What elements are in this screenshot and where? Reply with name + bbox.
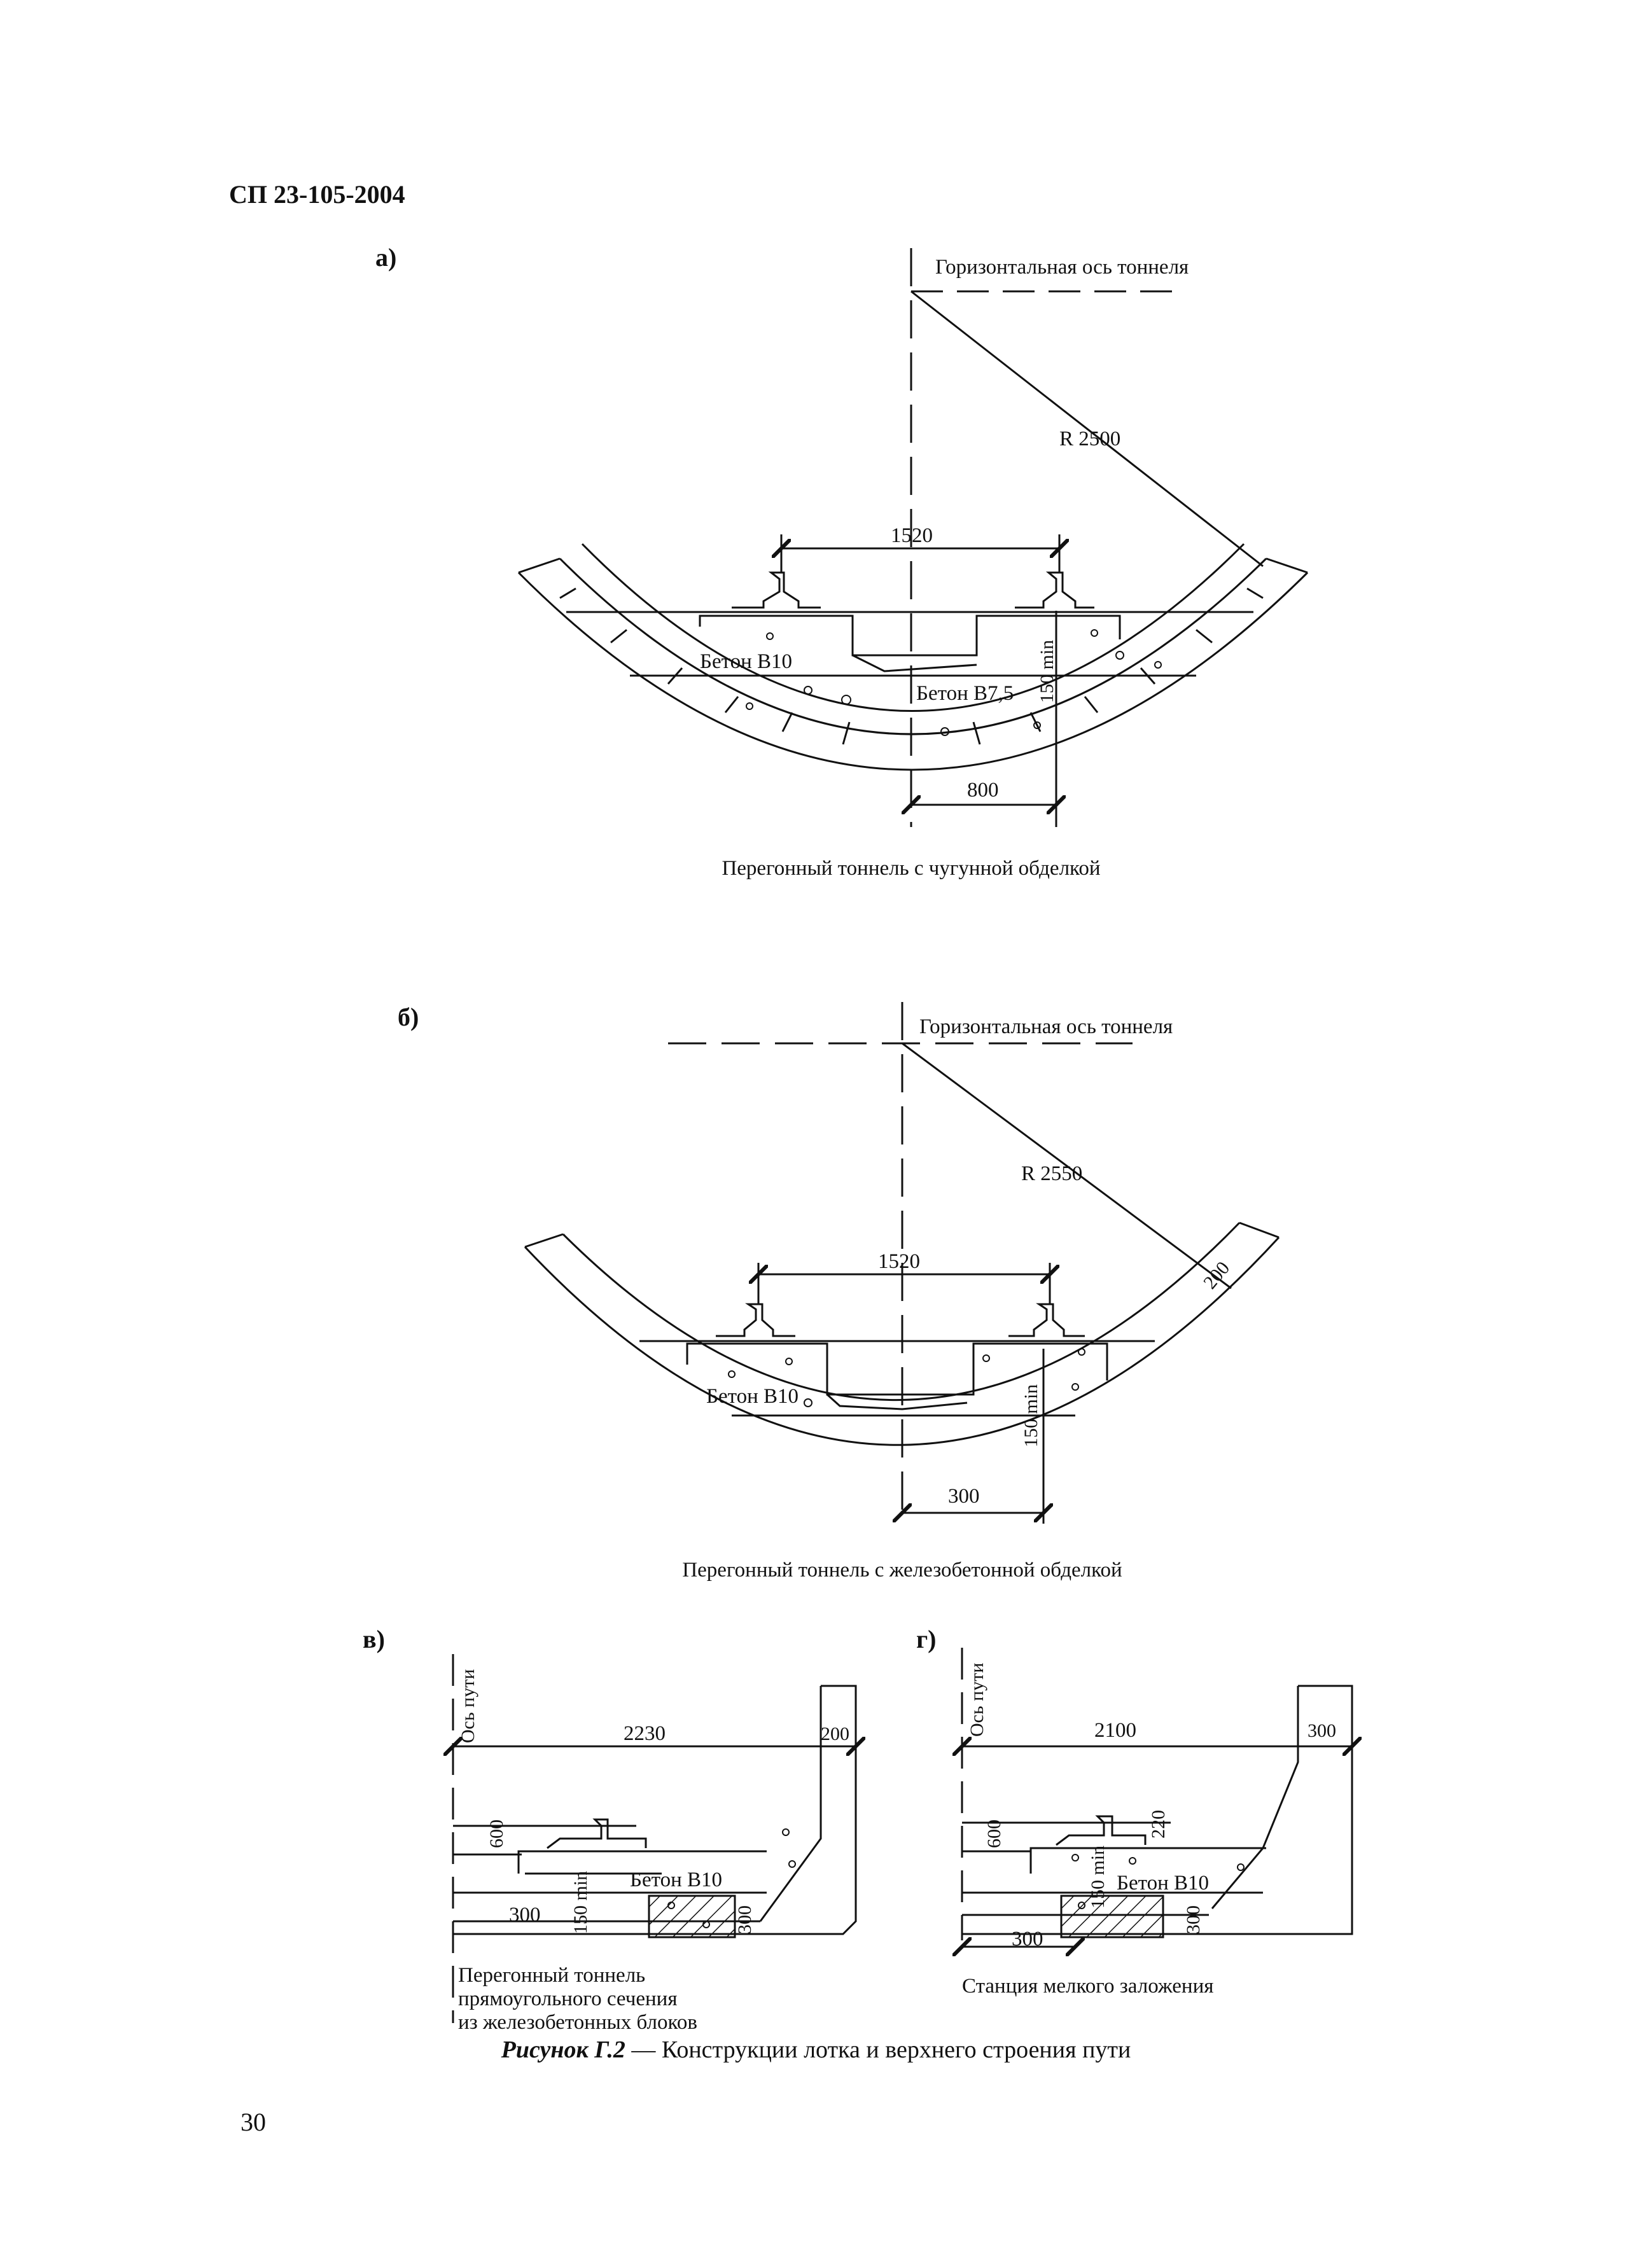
document-code: СП 23-105-2004 — [229, 180, 405, 209]
figure-v-base: 300 — [734, 1905, 755, 1934]
figure-b: б) Горизонтальная ось тоннеля R 2550 200… — [398, 1002, 1280, 1582]
figure-a: а) Горизонтальная ось тоннеля R 2500 — [375, 243, 1309, 880]
figure-a-radius: R 2500 — [1059, 428, 1120, 450]
figure-v-height: 600 — [486, 1819, 507, 1848]
figure-v-label: в) — [363, 1625, 385, 1653]
figure-b-concrete: Бетон В10 — [706, 1385, 799, 1408]
figure-g-wall: 300 — [1308, 1720, 1336, 1741]
figure-g-track-axis: Ось пути — [966, 1663, 987, 1737]
figure-v: в) Ось пути 2230 200 600 150 min Бетон В… — [363, 1625, 856, 2034]
figure-g-base: 300 — [1183, 1905, 1204, 1934]
figure-a-label: а) — [375, 243, 396, 272]
figure-v-caption-line-1: Перегонный тоннель — [458, 1964, 645, 1987]
figure-g-width: 2100 — [1094, 1719, 1136, 1742]
figure-b-offset: 300 — [948, 1485, 980, 1508]
figure-g-concrete: Бетон В10 — [1117, 1872, 1209, 1895]
figure-a-axis-label: Горизонтальная ось тоннеля — [935, 256, 1189, 279]
figure-v-concrete: Бетон В10 — [630, 1868, 722, 1891]
figure-g-label: г) — [916, 1625, 936, 1653]
figure-v-caption-line-2: прямоугольного сечения — [458, 1987, 678, 2010]
figure-a-offset: 800 — [967, 779, 999, 802]
figure-a-gauge: 1520 — [891, 524, 933, 547]
figure-v-caption-line-3: из железобетонных блоков — [458, 2011, 697, 2034]
figure-caption-text: — Конструкции лотка и верхнего строения … — [625, 2036, 1131, 2063]
figure-g: г) Ось пути 2100 300 600 220 150 min Бет… — [916, 1625, 1352, 1998]
figure-b-caption: Перегонный тоннель с железобетонной обде… — [682, 1559, 1122, 1582]
figure-b-axis-label: Горизонтальная ось тоннеля — [919, 1015, 1173, 1038]
figure-v-track-axis: Ось пути — [457, 1669, 478, 1743]
figure-g-offset: 300 — [1012, 1928, 1043, 1951]
figure-v-wall: 200 — [821, 1723, 849, 1744]
figure-a-concrete-upper: Бетон В10 — [700, 650, 792, 673]
figure-a-concrete-lower: Бетон В7,5 — [916, 682, 1014, 705]
figure-a-min-depth: 150 min — [1036, 640, 1057, 703]
figure-g-rail-height: 220 — [1148, 1810, 1169, 1839]
figure-b-radius: R 2550 — [1021, 1162, 1082, 1185]
figure-caption-label: Рисунок Г.2 — [501, 2036, 625, 2063]
figure-v-width: 2230 — [624, 1722, 666, 1745]
page-number: 30 — [241, 2108, 266, 2136]
figure-b-min-depth: 150 min — [1021, 1384, 1042, 1447]
figure-g-height: 600 — [984, 1819, 1005, 1848]
figure-a-caption: Перегонный тоннель с чугунной обделкой — [722, 857, 1100, 880]
figure-b-gauge: 1520 — [878, 1250, 920, 1273]
figure-b-label: б) — [398, 1003, 419, 1031]
figure-v-offset: 300 — [509, 1903, 541, 1926]
figure-g-caption: Станция мелкого заложения — [962, 1975, 1213, 1998]
figure-v-min-depth: 150 min — [570, 1871, 591, 1934]
figure-caption: Рисунок Г.2 — Конструкции лотка и верхне… — [0, 2036, 1632, 2064]
